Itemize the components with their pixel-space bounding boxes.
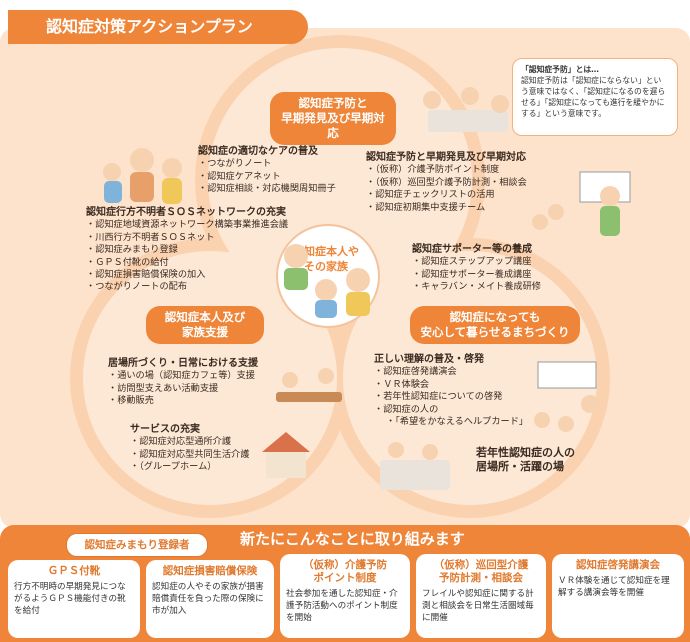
note-title: 「認知症予防」とは… [521, 65, 599, 74]
list-item: 認知症相談・対応機関周知冊子 [198, 183, 378, 195]
card-points: （仮称）介護予防 ポイント制度 社会参加を通した認知症・介護予防活動へのポイント… [280, 554, 410, 638]
block-care: 認知症の適切なケアの普及 つながりノート 認知症ケアネット 認知症相談・対応機関… [198, 146, 378, 196]
list-item: 認知症の人の [374, 404, 544, 416]
card-lecture: 認知症啓発講演会 ＶＲ体験を通じて認知症を理解する講演会等を開催 [552, 554, 684, 638]
bottom-title: 新たにこんなことに取り組みます [240, 530, 465, 548]
card-body: ＶＲ体験を通じて認知症を理解する講演会等を開催 [558, 576, 670, 598]
card-consultation: （仮称）巡回型介護 予防計測・相談会 フレイルや認知症に関する計測と相談会を日常… [416, 554, 546, 638]
card-title: ＧＰＳ付靴 [47, 565, 101, 577]
list-item: 移動販売 [108, 395, 278, 407]
pill-prevention: 認知症予防と 早期発見及び早期対応 [270, 92, 396, 145]
list-item: （仮称）介護予防ポイント制度 [366, 164, 546, 176]
list-item: 認知症対応型共同生活介護 [130, 449, 280, 461]
block-care-heading: 認知症の適切なケアの普及 [198, 146, 318, 157]
list-item: キャラバン・メイト養成研修 [412, 281, 572, 293]
list-item: 認知症初期集中支援チーム [366, 202, 546, 214]
list-item: 認知症チェックリストの活用 [366, 189, 546, 201]
list-item: 認知症サポーター養成講座 [412, 269, 572, 281]
note-body: 認知症予防は「認知症にならない」という意味ではなく、「認知症になるのを遅らせる」… [521, 76, 666, 118]
block-supporter-heading: 認知症サポーター等の養成 [412, 244, 532, 255]
card-title: 認知症啓発講演会 [576, 559, 660, 571]
card-title: 認知症損害賠償保険 [162, 565, 258, 577]
list-item: ＧＰＳ付靴の給付 [86, 257, 314, 269]
block-supporter: 認知症サポーター等の養成 認知症ステップアップ講座 認知症サポーター養成講座 キ… [412, 244, 572, 294]
block-sos: 認知症行方不明者ＳＯＳネットワークの充実 認知症地域資源ネットワーク構築事業推進… [86, 207, 314, 294]
list-item: つながりノートの配布 [86, 281, 314, 293]
block-service-heading: サービスの充実 [130, 424, 200, 435]
pill-town: 認知症になっても 安心して暮らせるまちづくり [410, 306, 580, 344]
list-item: 川西行方不明者ＳＯＳネット [86, 232, 314, 244]
block-place: 居場所づくり・日常における支援 通いの場（認知症カフェ等）支援 訪問型支えあい活… [108, 358, 278, 408]
card-title: （仮称）介護予防 ポイント制度 [303, 559, 387, 584]
card-title: （仮称）巡回型介護 予防計測・相談会 [433, 559, 529, 584]
list-item: 認知症地域資源ネットワーク構築事業推進会議 [86, 219, 314, 231]
block-young: 若年性認知症の人の 居場所・活躍の場 [476, 446, 606, 474]
block-prevention-heading: 認知症予防と早期発見及び早期対応 [366, 152, 526, 163]
block-sos-heading: 認知症行方不明者ＳＯＳネットワークの充実 [86, 207, 286, 218]
block-understanding-heading: 正しい理解の普及・啓発 [374, 354, 484, 365]
list-item: 認知症みまもり登録 [86, 244, 314, 256]
card-body: フレイルや認知症に関する計測と相談会を日常生活圏域毎に開催 [422, 589, 534, 623]
list-item: 通いの場（認知症カフェ等）支援 [108, 370, 278, 382]
list-item: つながりノート [198, 158, 378, 170]
page-title: 認知症対策アクションプラン [8, 10, 308, 44]
list-item: 認知症対応型通所介護 [130, 436, 280, 448]
block-prevention: 認知症予防と早期発見及び早期対応 （仮称）介護予防ポイント制度 （仮称）巡回型介… [366, 152, 546, 214]
block-place-heading: 居場所づくり・日常における支援 [108, 358, 258, 369]
block-young-heading: 若年性認知症の人の 居場所・活躍の場 [476, 446, 575, 473]
card-insurance: 認知症損害賠償保険 認知症の人やその家族が損害賠償責任を負った際の保険に市が加入 [146, 560, 274, 638]
card-body: 社会参加を通した認知症・介護予防活動へのポイント制度を開始 [286, 589, 398, 623]
card-body: 認知症の人やその家族が損害賠償責任を負った際の保険に市が加入 [152, 582, 264, 616]
list-item: ＶＲ体験会 [374, 379, 544, 391]
list-item: 認知症啓発講演会 [374, 366, 544, 378]
block-understanding: 正しい理解の普及・啓発 認知症啓発講演会 ＶＲ体験会 若年性認知症についての啓発… [374, 354, 544, 428]
note-box: 「認知症予防」とは… 認知症予防は「認知症にならない」という意味ではなく、「認知… [512, 58, 678, 136]
list-item: （仮称）巡回型介護予防計測・相談会 [366, 177, 546, 189]
list-item: 認知症ステップアップ講座 [412, 256, 572, 268]
card-gps: ＧＰＳ付靴 行方不明時の早期発見につながるようＧＰＳ機能付きの靴を給付 [8, 560, 140, 638]
card-body: 行方不明時の早期発見につながるようＧＰＳ機能付きの靴を給付 [14, 582, 126, 616]
list-item: 若年性認知症についての啓発 [374, 391, 544, 403]
list-item: 認知症損害賠償保険の加入 [86, 269, 314, 281]
list-item: 「希望をかなえるヘルプカード」 [374, 416, 544, 428]
pill-family-support: 認知症本人及び 家族支援 [146, 306, 264, 344]
list-item: 訪問型支えあい活動支援 [108, 383, 278, 395]
block-service: サービスの充実 認知症対応型通所介護 認知症対応型共同生活介護 （グループホーム… [130, 424, 280, 474]
registrant-label: 認知症みまもり登録者 [66, 533, 208, 557]
list-item: （グループホーム） [130, 461, 280, 473]
list-item: 認知症ケアネット [198, 171, 378, 183]
